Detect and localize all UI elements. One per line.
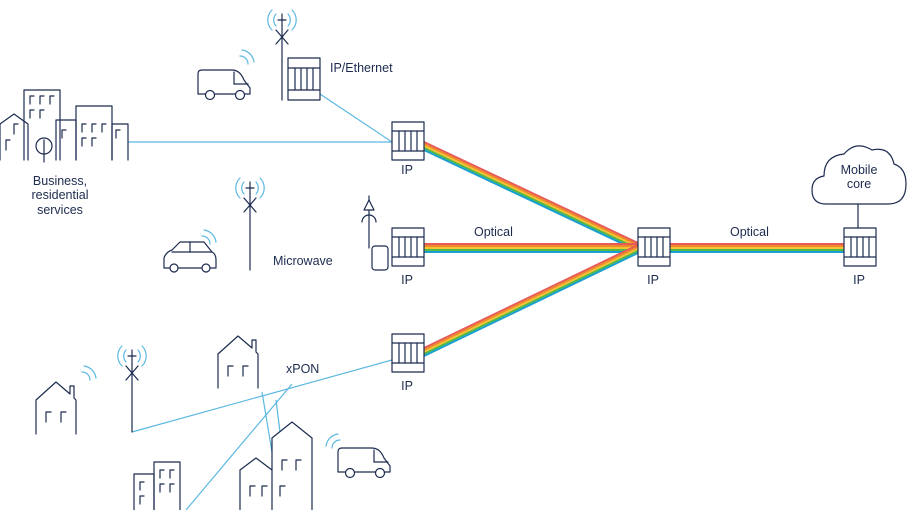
business-services-label: Business, residential services	[32, 174, 89, 217]
business-label-line1: Business,	[32, 174, 88, 188]
ip-router-upper-icon	[391, 121, 425, 161]
apartment-building-icon	[133, 461, 181, 510]
cell-tower-bottom-icon	[117, 345, 147, 433]
van-top-icon	[197, 49, 255, 101]
van-bottom-icon	[325, 433, 391, 479]
ip-label-core: IP	[853, 273, 865, 287]
mobile-core-cloud-icon	[811, 145, 907, 205]
xpon-label: xPON	[286, 362, 320, 376]
ethernet-switch-icon	[287, 57, 321, 101]
optical-link-lower	[423, 243, 641, 357]
mobile-core-label: Mobile core	[841, 163, 878, 192]
house-left-icon	[35, 365, 97, 435]
optical-link-upper	[423, 141, 641, 253]
ip-router-middle-icon	[391, 227, 425, 267]
house-top-icon	[217, 335, 259, 389]
cell-tower-top-icon	[267, 9, 297, 101]
ip-ethernet-label: IP/Ethernet	[330, 61, 393, 75]
car-icon	[163, 229, 217, 273]
ip-label-lower: IP	[401, 379, 413, 393]
access-links	[128, 83, 859, 510]
business-label-line3: services	[37, 202, 83, 217]
optical-label-left: Optical	[474, 225, 513, 239]
microwave-dish-icon	[361, 195, 389, 271]
mobile-core-label-line1: Mobile	[840, 163, 878, 177]
house-cluster-icon	[239, 421, 313, 510]
ip-label-middle: IP	[401, 273, 413, 287]
ip-router-core-icon	[843, 227, 877, 267]
ip-router-aggregation-icon	[637, 227, 671, 267]
optical-link-core	[668, 243, 844, 253]
optical-label-right: Optical	[730, 225, 769, 239]
ip-label-aggregation: IP	[647, 273, 659, 287]
business-buildings-icon	[0, 89, 129, 163]
optical-links	[423, 141, 844, 357]
ip-label-upper: IP	[401, 163, 413, 177]
microwave-label: Microwave	[273, 254, 333, 268]
cell-tower-middle-icon	[235, 177, 265, 271]
business-label-line2: residential	[31, 188, 89, 203]
optical-link-middle	[424, 243, 640, 253]
mobile-core-label-line2: core	[846, 177, 872, 192]
ip-router-lower-icon	[391, 333, 425, 373]
